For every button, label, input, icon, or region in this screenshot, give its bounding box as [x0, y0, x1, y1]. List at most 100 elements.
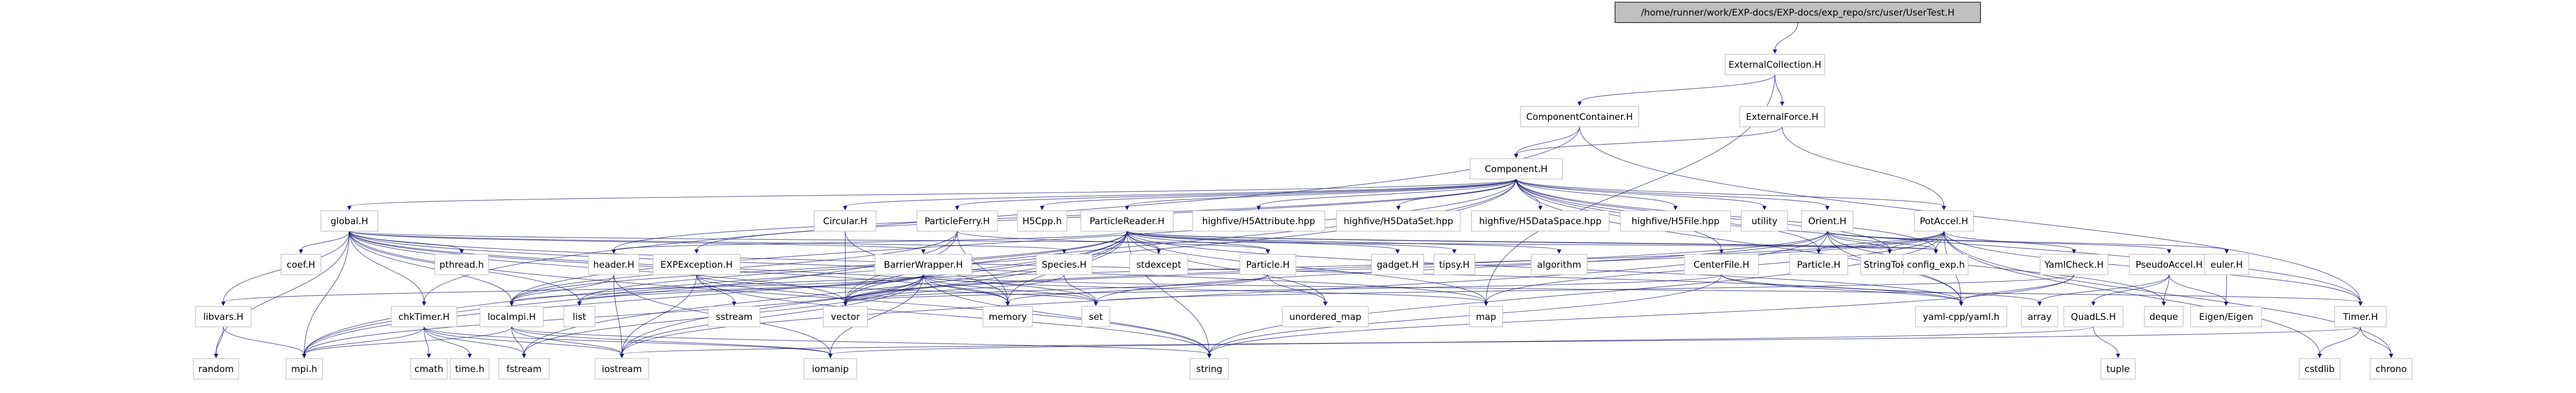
node-vector[interactable]: vector	[823, 306, 868, 327]
edge-line	[1961, 274, 2075, 303]
node-usertest[interactable]: /home/runner/work/EXP-docs/EXP-docs/exp_…	[1615, 2, 1981, 23]
edge-line	[845, 231, 1828, 303]
node-iostream[interactable]: iostream	[594, 358, 649, 380]
node-box	[1017, 210, 1067, 232]
node-localmpi[interactable]: localmpi.H	[479, 306, 544, 327]
node-extforce[interactable]: ExternalForce.H	[1739, 106, 1825, 127]
node-h5file[interactable]: highfive/H5File.hpp	[1620, 210, 1731, 232]
node-box	[1620, 210, 1731, 232]
node-component[interactable]: Component.H	[1469, 158, 1563, 180]
node-timeh[interactable]: time.h	[450, 358, 490, 380]
node-chrono[interactable]: chrono	[2370, 358, 2413, 380]
node-coef[interactable]: coef.H	[281, 254, 321, 275]
node-header[interactable]: header.H	[588, 254, 640, 275]
node-string[interactable]: string	[1189, 358, 1229, 380]
node-extcoll[interactable]: ExternalCollection.H	[1725, 54, 1825, 75]
node-h5dset[interactable]: highfive/H5DataSet.hpp	[1336, 210, 1461, 232]
node-particle[interactable]: Particle.H	[1239, 254, 1296, 275]
edge-libvars-to-mpi	[223, 326, 306, 358]
node-pferry[interactable]: ParticleFerry.H	[916, 210, 998, 232]
node-label: Timer.H	[2342, 312, 2378, 323]
node-array[interactable]: array	[2021, 306, 2058, 327]
node-box	[594, 358, 649, 380]
node-box	[1739, 106, 1825, 127]
node-iomanip[interactable]: iomanip	[803, 358, 857, 380]
node-cstdlib[interactable]: cstdlib	[2299, 358, 2341, 380]
edge-line	[223, 274, 924, 303]
node-h5attr[interactable]: highfive/H5Attribute.hpp	[1192, 210, 1325, 232]
node-h5dspace[interactable]: highfive/H5DataSpace.hpp	[1471, 210, 1610, 232]
node-random[interactable]: random	[193, 358, 239, 380]
node-tipsy[interactable]: tipsy.H	[1433, 254, 1475, 275]
node-pthread[interactable]: pthread.h	[434, 254, 489, 275]
edge-arrowhead	[1934, 249, 1938, 254]
node-box	[2144, 306, 2184, 327]
node-pseudoaccel[interactable]: PseudoAccel.H	[2129, 254, 2209, 275]
edge-line	[1516, 178, 1676, 207]
node-libvars[interactable]: libvars.H	[195, 306, 252, 327]
node-set[interactable]: set	[1081, 306, 1110, 327]
edge-potaccel-to-cstdlib	[1943, 231, 2322, 358]
node-deque[interactable]: deque	[2144, 306, 2184, 327]
node-list[interactable]: list	[563, 306, 595, 327]
node-euler[interactable]: euler.H	[2204, 254, 2249, 275]
node-gadget[interactable]: gadget.H	[1371, 254, 1424, 275]
edge-line	[1126, 231, 1455, 251]
node-circular[interactable]: Circular.H	[814, 210, 877, 232]
node-yamlcpp[interactable]: yaml-cpp/yaml.h	[1915, 306, 2007, 327]
node-eigen[interactable]: Eigen/Eigen	[2190, 306, 2262, 327]
node-box	[1789, 254, 1848, 275]
node-fstream[interactable]: fstream	[498, 358, 550, 380]
node-box	[391, 306, 457, 327]
node-orient[interactable]: Orient.H	[1801, 210, 1854, 232]
node-label: header.H	[593, 260, 635, 270]
node-label: Particle.H	[1797, 260, 1841, 270]
node-quadls[interactable]: QuadLS.H	[2063, 306, 2123, 327]
node-particleh[interactable]: Particle.H	[1789, 254, 1848, 275]
node-label: global.H	[331, 216, 368, 227]
node-species[interactable]: Species.H	[1036, 254, 1093, 275]
node-unordered_map[interactable]: unordered_map	[1282, 306, 1369, 327]
node-label: ParticleFerry.H	[924, 216, 990, 227]
edge-arrowhead	[1396, 206, 1401, 210]
node-label: ExternalForce.H	[1746, 112, 1819, 123]
edge-arrowhead	[427, 354, 431, 358]
node-box	[1531, 254, 1588, 275]
edge-arrowhead	[694, 249, 699, 254]
edge-arrowhead	[1825, 206, 1829, 210]
node-box	[320, 210, 378, 232]
edge-component-to-potaccel	[1516, 178, 1946, 210]
node-yamlcheck[interactable]: YamlCheck.H	[2040, 254, 2108, 275]
node-expexc[interactable]: EXPException.H	[652, 254, 741, 275]
node-chktimer[interactable]: chkTimer.H	[391, 306, 457, 327]
node-tuple[interactable]: tuple	[2100, 358, 2136, 380]
node-algorithm[interactable]: algorithm	[1531, 254, 1588, 275]
node-box	[1036, 254, 1093, 275]
node-stdexcept[interactable]: stdexcept	[1129, 254, 1188, 275]
node-compcont[interactable]: ComponentContainer.H	[1520, 106, 1639, 127]
node-configexp[interactable]: config_exp.h	[1903, 254, 1969, 275]
edge-component-to-circular	[843, 178, 1517, 210]
edge-chktimer-to-cmath	[424, 326, 431, 358]
edge-component-to-preader	[1125, 178, 1517, 210]
node-mpi[interactable]: mpi.h	[285, 358, 323, 380]
node-utility[interactable]: utility	[1741, 210, 1788, 232]
edge-line	[923, 274, 1210, 355]
node-label: PseudoAccel.H	[2136, 260, 2203, 270]
node-cmath[interactable]: cmath	[410, 358, 448, 380]
node-global[interactable]: global.H	[320, 210, 378, 232]
node-h5cpp[interactable]: H5Cpp.h	[1017, 210, 1067, 232]
edge-arrowhead	[2162, 302, 2166, 306]
node-centerfile[interactable]: CenterFile.H	[1684, 254, 1759, 275]
node-sstream[interactable]: sstream	[708, 306, 760, 327]
node-preader[interactable]: ParticleReader.H	[1080, 210, 1174, 232]
node-timer[interactable]: Timer.H	[2334, 306, 2387, 327]
node-barrier[interactable]: BarrierWrapper.H	[874, 254, 972, 275]
node-memory[interactable]: memory	[982, 306, 1033, 327]
edge-line	[1126, 231, 1487, 303]
node-box	[588, 254, 640, 275]
node-map[interactable]: map	[1469, 306, 1503, 327]
node-label: PotAccel.H	[1920, 216, 1968, 227]
node-label: H5Cpp.h	[1022, 216, 1061, 227]
node-potaccel[interactable]: PotAccel.H	[1914, 210, 1974, 232]
